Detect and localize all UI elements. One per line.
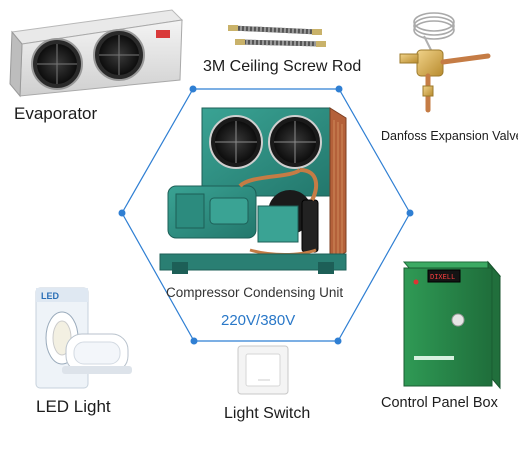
label-control-panel: Control Panel Box [381,395,498,411]
label-led-light: LED Light [36,397,111,416]
label-light-switch: Light Switch [224,405,311,422]
label-evaporator: Evaporator [14,104,98,123]
control-panel-box-image: DIXELL [402,260,502,390]
label-condensing-unit: Compressor Condensing Unit [166,285,344,300]
led-box-brand: LED [41,291,60,301]
label-expansion-valve: Danfoss Expansion Valve [381,129,518,143]
panel-display-text: DIXELL [430,274,455,282]
evaporator-image [9,9,184,98]
screw-rod-image [228,25,326,47]
label-screw-rod: 3M Ceiling Screw Rod [203,58,362,75]
led-light-image: LED [35,287,132,389]
light-switch-image [237,345,289,395]
hexagon-vertex-dots [118,85,414,345]
label-voltage: 220V/380V [221,312,296,329]
expansion-valve-image [399,12,491,113]
condensing-unit-image [159,107,347,274]
